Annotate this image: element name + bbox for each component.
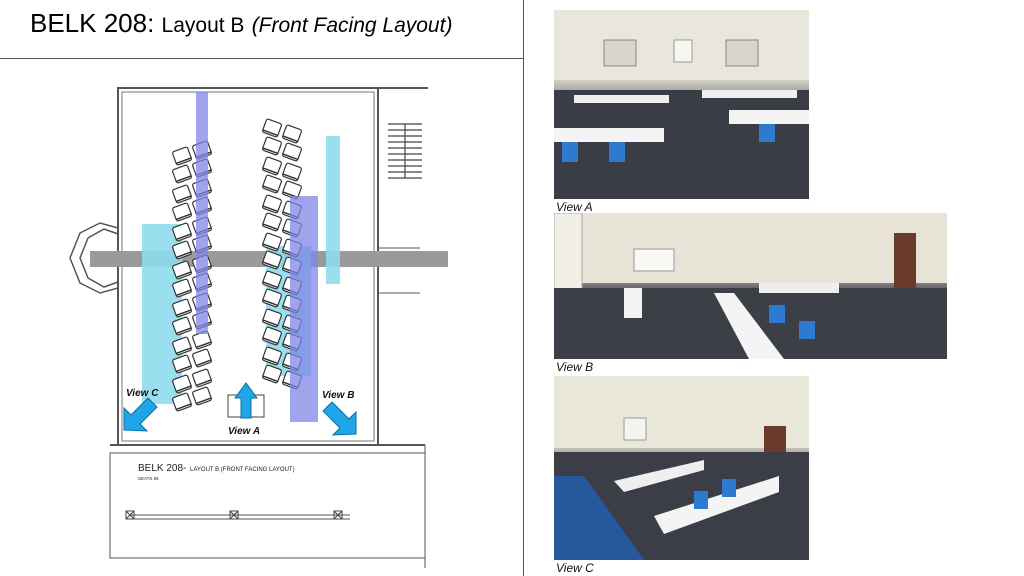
chair [262,270,282,290]
chair [172,278,192,298]
arrow-view-a-icon [234,382,258,419]
caption-view-b: View B [556,360,594,374]
view-a-label: View A [228,426,260,437]
chair [172,260,192,280]
chair [192,368,212,388]
bay-window [69,222,119,294]
plan-label-seats: SEATS 56 [138,476,159,481]
chair [262,174,282,194]
room-name: BELK 208: [30,8,155,38]
view-b-aux-band [326,136,340,284]
chair [172,202,192,222]
chair [192,348,212,368]
corridor-markers [125,510,343,520]
chair [262,212,282,232]
photo-view-c [554,376,809,560]
chair [172,336,192,356]
chair [172,354,192,374]
column-divider [523,0,524,576]
title-divider [0,58,524,59]
chair [262,364,282,384]
chair [172,316,192,336]
plan-label-layout: LAYOUT B (FRONT FACING LAYOUT) [190,467,295,473]
chair [172,298,192,318]
page-title: BELK 208: Layout B (Front Facing Layout) [30,8,452,39]
chair [282,124,302,144]
arrow-view-c-icon [123,397,158,432]
chair [262,346,282,366]
layout-subtitle: (Front Facing Layout) [251,14,453,37]
photo-view-b [554,213,947,359]
chair [262,156,282,176]
chair [282,162,302,182]
chair [192,330,212,350]
caption-view-c: View C [556,561,594,575]
chair [262,118,282,138]
aisle-band-right [290,196,318,422]
chair [172,164,192,184]
view-b-label: View B [322,390,354,401]
caption-view-a: View A [556,200,593,214]
chair [262,232,282,252]
chair [282,142,302,162]
plan-label-room: BELK 208- [138,463,186,474]
chair [262,308,282,328]
chair [262,288,282,308]
chair [172,184,192,204]
chair [192,386,212,406]
aisle-band-left [196,92,208,334]
layout-name: Layout B [161,14,245,37]
chair [172,374,192,394]
chair [172,222,192,242]
floor-plan: View C View B View A BELK 208- LAYOUT B … [69,87,448,568]
chair [172,392,192,412]
view-c-label: View C [126,388,159,399]
chair [262,136,282,156]
arrow-view-b-icon [322,401,357,436]
stairs [388,123,422,179]
chair [172,240,192,260]
photo-view-a [554,10,809,199]
chair [262,326,282,346]
chair [262,250,282,270]
chair [262,194,282,214]
chair [172,146,192,166]
